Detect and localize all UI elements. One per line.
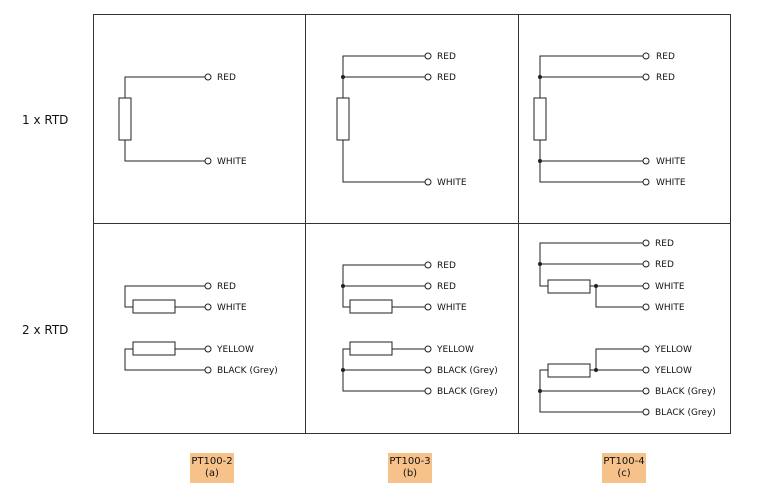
terminal	[642, 52, 650, 60]
column-tag-pt100-2: PT100-2 (a)	[190, 453, 234, 483]
junction-dot	[341, 368, 345, 372]
junction-dot	[538, 389, 542, 393]
wire-label: RED	[656, 73, 675, 83]
tag-sub: (b)	[402, 468, 418, 479]
row-label-2: 2 x RTD	[22, 323, 68, 337]
terminal	[424, 387, 432, 395]
rtd-resistor	[547, 363, 591, 378]
wire-label: BLACK (Grey)	[655, 387, 716, 397]
terminal	[642, 387, 650, 395]
terminal	[204, 73, 212, 81]
terminal	[204, 366, 212, 374]
wire-label: RED	[655, 260, 674, 270]
terminal	[642, 345, 650, 353]
wire-label: YELLOW	[654, 345, 692, 355]
tag-model: PT100-2	[191, 456, 233, 467]
junction-dot	[594, 284, 598, 288]
terminal	[204, 303, 212, 311]
terminal	[424, 52, 432, 60]
wire-label: YELLOW	[654, 366, 692, 376]
rtd-resistor	[132, 299, 176, 314]
terminal	[642, 157, 650, 165]
rtd-resistor	[349, 341, 393, 356]
junction-dot	[538, 75, 542, 79]
wire-label: WHITE	[437, 178, 467, 188]
terminal	[642, 303, 650, 311]
wire-label: RED	[437, 282, 456, 292]
wire-label: BLACK (Grey)	[437, 366, 498, 376]
wire-label: WHITE	[656, 178, 686, 188]
rtd-resistor	[336, 97, 350, 141]
rtd-resistor	[132, 341, 176, 356]
wire-label: RED	[217, 282, 236, 292]
wire-label: WHITE	[655, 282, 685, 292]
tag-sub: (c)	[617, 468, 631, 479]
terminal	[204, 345, 212, 353]
rtd-resistor	[547, 279, 591, 294]
tag-sub: (a)	[205, 468, 219, 479]
terminal	[642, 239, 650, 247]
terminal	[642, 282, 650, 290]
terminal	[424, 345, 432, 353]
terminal	[424, 366, 432, 374]
wire-label: RED	[437, 73, 456, 83]
wire-label: WHITE	[217, 157, 247, 167]
cell-1xrtd-pt100-2: RED WHITE	[118, 73, 247, 167]
junction-dot	[538, 262, 542, 266]
wire-label: BLACK (Grey)	[655, 408, 716, 418]
wire-label: YELLOW	[436, 345, 474, 355]
terminal	[642, 73, 650, 81]
wire-label: BLACK (Grey)	[437, 387, 498, 397]
wire-label: BLACK (Grey)	[217, 366, 278, 376]
junction-dot	[594, 368, 598, 372]
junction-dot	[341, 284, 345, 288]
wire-label: WHITE	[217, 303, 247, 313]
row-label-1: 1 x RTD	[22, 113, 68, 127]
cell-1xrtd-pt100-3: RED RED WHITE	[336, 52, 467, 188]
wire-label: WHITE	[437, 303, 467, 313]
wire-label: WHITE	[656, 157, 686, 167]
cell-2xrtd-pt100-3: RED RED WHITE YELLOW BLACK (Grey) BLACK …	[341, 261, 498, 397]
terminal	[204, 157, 212, 165]
junction-dot	[341, 75, 345, 79]
terminal	[642, 366, 650, 374]
column-tag-pt100-4: PT100-4 (c)	[602, 453, 646, 483]
cell-2xrtd-pt100-4: RED RED WHITE WHITE YELLOW YELLOW BLACK …	[538, 239, 716, 418]
wire-label: RED	[655, 239, 674, 249]
wire-label: RED	[437, 52, 456, 62]
terminal	[424, 282, 432, 290]
tag-model: PT100-3	[389, 456, 431, 467]
wire-label: RED	[437, 261, 456, 271]
junction-dot	[538, 159, 542, 163]
rtd-resistor	[118, 97, 132, 141]
terminal	[424, 178, 432, 186]
rtd-resistor	[349, 299, 393, 314]
wire-label: RED	[217, 73, 236, 83]
wire-label: RED	[656, 52, 675, 62]
tag-model: PT100-4	[603, 456, 645, 467]
cell-2xrtd-pt100-2: RED WHITE YELLOW BLACK (Grey)	[124, 282, 278, 376]
terminal	[424, 261, 432, 269]
wire-label: YELLOW	[216, 345, 254, 355]
terminal	[642, 408, 650, 416]
terminal	[424, 303, 432, 311]
terminal	[204, 282, 212, 290]
terminal	[424, 73, 432, 81]
cell-1xrtd-pt100-4: RED RED WHITE WHITE	[533, 52, 686, 188]
terminal	[642, 260, 650, 268]
rtd-resistor	[533, 97, 547, 141]
terminal	[642, 178, 650, 186]
column-tag-pt100-3: PT100-3 (b)	[388, 453, 432, 483]
wire-label: WHITE	[655, 303, 685, 313]
